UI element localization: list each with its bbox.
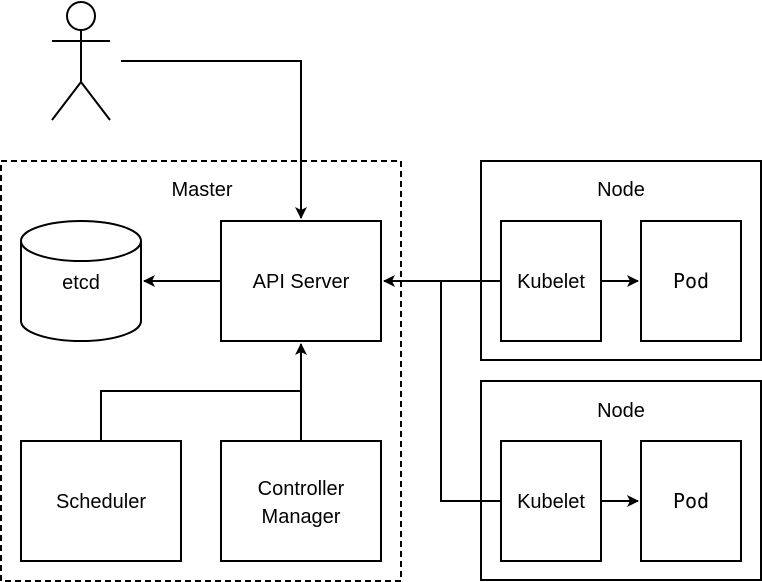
controller-manager-label-line2: Manager <box>262 506 341 528</box>
etcd-label: etcd <box>62 272 100 294</box>
node-1-pod-box <box>640 220 742 342</box>
node-2-label: Node <box>597 400 645 422</box>
node-1-kubelet-box <box>500 220 602 342</box>
node-2-kubelet-label: Kubelet <box>517 491 585 513</box>
api-server-label: API Server <box>253 271 350 293</box>
master-label: Master <box>171 179 232 201</box>
master-container <box>0 160 402 582</box>
user-to-api-server-arrow <box>121 60 307 219</box>
node-1-label: Node <box>597 179 645 201</box>
node-2-pod-box <box>640 440 742 562</box>
node-1-pod-label: Pod <box>673 269 709 293</box>
scheduler-label: Scheduler <box>56 491 146 513</box>
kubelet-2-connector <box>440 281 501 502</box>
controller-manager-label-line1: Controller <box>258 478 345 500</box>
node-1-kubelet-label: Kubelet <box>517 271 585 293</box>
scheduler-connector <box>100 390 301 441</box>
node-2-kubelet-box <box>500 440 602 562</box>
user-stick-figure-icon <box>51 1 111 121</box>
controller-manager-box <box>220 440 382 562</box>
scheduler-box <box>20 440 182 562</box>
node-2-pod-label: Pod <box>673 489 709 513</box>
etcd-database: etcd <box>20 220 142 342</box>
api-server-box <box>220 220 382 342</box>
